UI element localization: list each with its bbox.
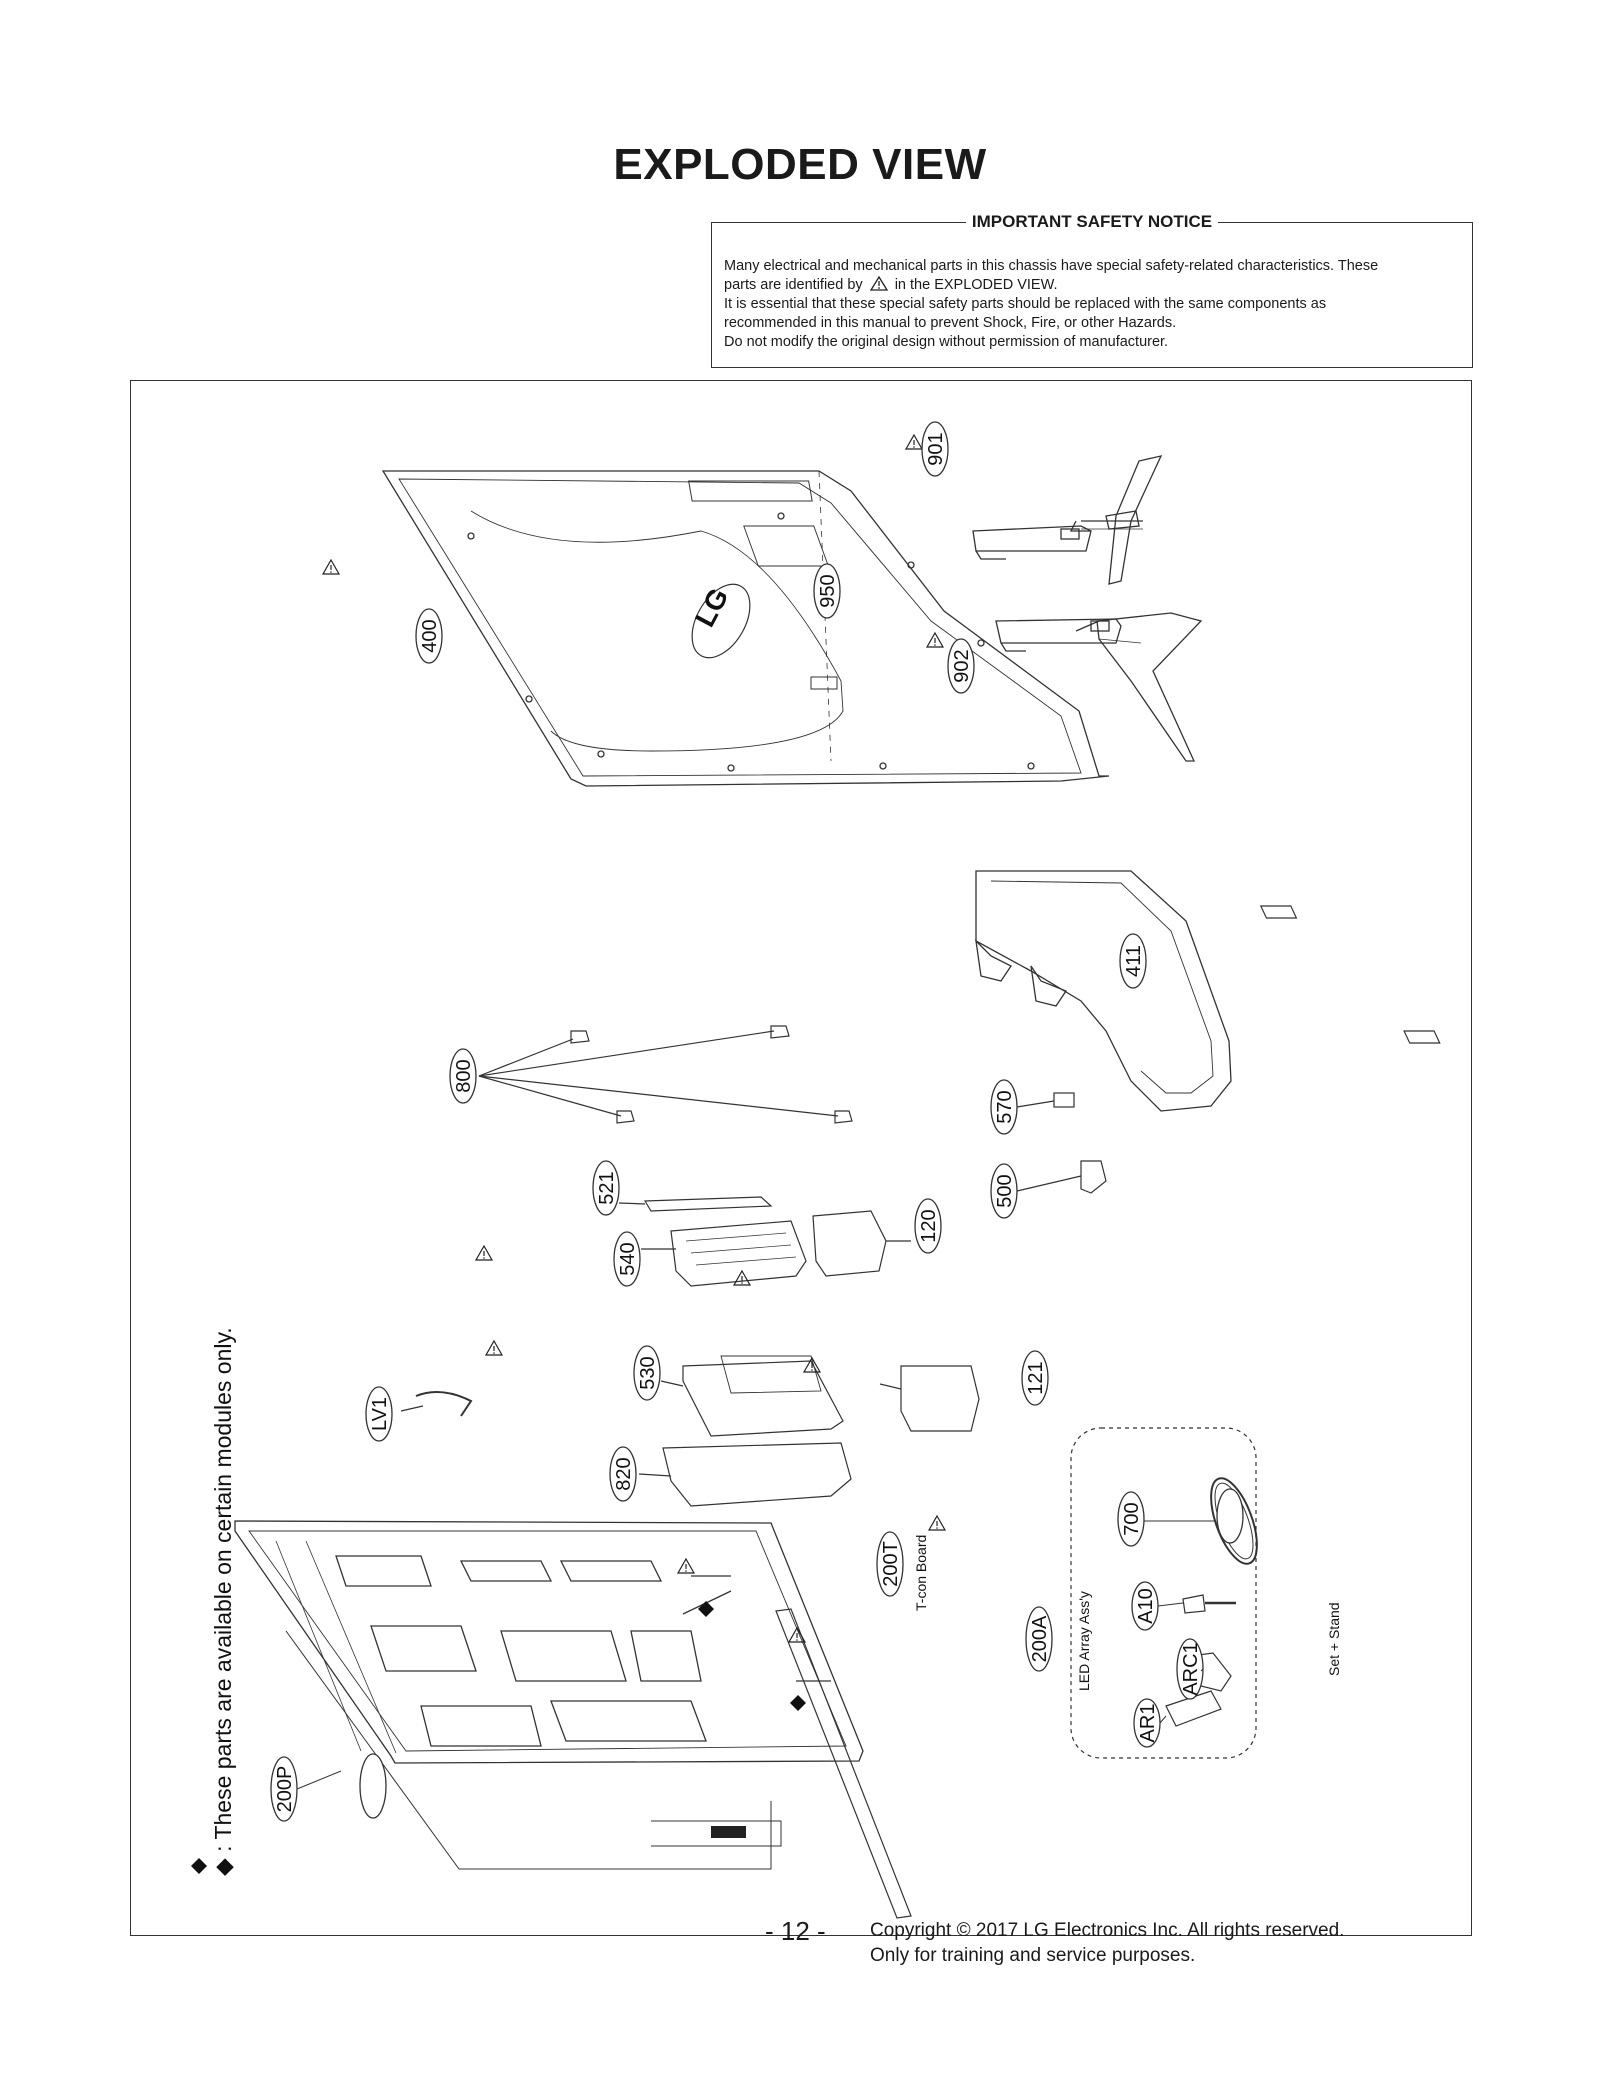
svg-text:LG: LG [689, 583, 735, 632]
exploded-view-diagram: LG [130, 380, 1472, 1936]
small-parts-drawing [1016, 1092, 1107, 1194]
frame-bracket-drawing [975, 870, 1441, 1112]
svg-text:820: 820 [613, 1457, 635, 1490]
svg-text:ARC1: ARC1 [1180, 1642, 1202, 1695]
part-label-400: 400 [415, 608, 443, 664]
notice-line-2b: in the EXPLODED VIEW. [894, 277, 1058, 293]
part-label-901: 901 [921, 421, 949, 477]
svg-text:120: 120 [918, 1209, 940, 1242]
part-label-800: 800 [449, 1048, 477, 1104]
notice-line-3: It is essential that these special safet… [724, 296, 1327, 312]
svg-text:950: 950 [817, 574, 839, 607]
led-array-drawing [775, 1608, 912, 1919]
svg-text:LV1: LV1 [369, 1397, 391, 1431]
notice-line-5: Do not modify the original design withou… [724, 334, 1169, 350]
svg-text:540: 540 [617, 1242, 639, 1275]
part-label-540: 540 [613, 1231, 641, 1287]
part-label-200a: 200A [1025, 1606, 1053, 1672]
page-title: EXPLODED VIEW [613, 140, 987, 189]
svg-text:570: 570 [994, 1090, 1016, 1123]
part-label-500: 500 [990, 1163, 1018, 1219]
part-label-411: 411 [1119, 933, 1147, 989]
warning-marks [275, 434, 946, 1783]
training-line: Only for training and service purposes. [870, 1945, 1196, 1966]
copyright-line: Copyright © 2017 LG Electronics Inc. All… [870, 1920, 1345, 1941]
page-number: - 12 - [765, 1916, 826, 1946]
notice-line-1: Many electrical and mechanical parts in … [724, 258, 1379, 274]
svg-text:AR1: AR1 [1137, 1704, 1159, 1743]
svg-text:400: 400 [419, 619, 441, 652]
part-label-820: 820 [609, 1446, 637, 1502]
part-label-200t: 200T [876, 1531, 904, 1597]
part-label-521: 521 [592, 1160, 620, 1216]
part-label-700: 700 [1216, 1488, 1244, 1544]
led-array-caption: LED Array Ass'y [1076, 1591, 1092, 1691]
stand-caption: Set + Stand [1326, 1602, 1342, 1676]
part-label-lv1: LV1 [365, 1386, 393, 1442]
part-label-950: 950 [813, 563, 841, 619]
exploded-view-drawing: LG [191, 421, 1441, 1919]
svg-text:800: 800 [453, 1059, 475, 1092]
svg-text:521: 521 [596, 1171, 618, 1204]
tcon-caption: T-con Board [913, 1535, 929, 1611]
notice-line-2a: parts are identified by [724, 277, 863, 293]
part-label-121: 121 [1021, 1350, 1049, 1406]
power-board-drawing [400, 1355, 980, 1507]
part-label-ar1: AR1 [1133, 1698, 1161, 1748]
part-label-200p-bubble: 200P [270, 1756, 298, 1822]
part-label-200p: 200P [359, 1753, 387, 1819]
svg-text:700: 700 [1121, 1502, 1143, 1535]
safety-notice-heading: IMPORTANT SAFETY NOTICE [965, 212, 1219, 231]
accessories-drawing [1070, 1427, 1258, 1759]
svg-text:121: 121 [1025, 1361, 1047, 1394]
svg-text:200P: 200P [274, 1766, 296, 1813]
copyright-notice: Copyright © 2017 LG Electronics Inc. All… [870, 1918, 1344, 1968]
part-label-120: 120 [914, 1198, 942, 1254]
part-label-570: 570 [990, 1079, 1018, 1135]
svg-text:200T: 200T [880, 1541, 902, 1587]
safety-notice-text: Many electrical and mechanical parts in … [724, 257, 1460, 352]
main-boards-drawing [618, 1196, 911, 1287]
part-label-arc1: ARC1 [1176, 1638, 1204, 1700]
module-availability-note: ◆ : These parts are available on certain… [210, 1327, 236, 1876]
part-label-a10: A10 [1131, 1581, 1159, 1631]
svg-text:530: 530 [637, 1356, 659, 1389]
brackets-800-drawing [478, 1025, 853, 1124]
panel-module-drawing [234, 1520, 864, 1870]
part-label-700-bubble: 700 [1117, 1491, 1145, 1547]
svg-text:902: 902 [951, 649, 973, 682]
part-label-902: 902 [947, 638, 975, 694]
svg-text:901: 901 [925, 432, 947, 465]
leader-lines [296, 1520, 1216, 1790]
safety-notice-box: IMPORTANT SAFETY NOTICE Many electrical … [711, 212, 1473, 368]
svg-text:500: 500 [994, 1174, 1016, 1207]
svg-text:A10: A10 [1135, 1588, 1157, 1624]
svg-text:200A: 200A [1029, 1615, 1051, 1662]
stand-parts-drawing [972, 455, 1203, 762]
svg-text:411: 411 [1123, 945, 1145, 977]
notice-line-2: parts are identified by in the EXPLODED … [724, 275, 1460, 295]
warning-triangle-icon [869, 275, 888, 291]
notice-line-4: recommended in this manual to prevent Sh… [724, 315, 1177, 331]
back-cover-drawing: LG [381, 470, 1110, 787]
part-label-530: 530 [633, 1345, 661, 1401]
